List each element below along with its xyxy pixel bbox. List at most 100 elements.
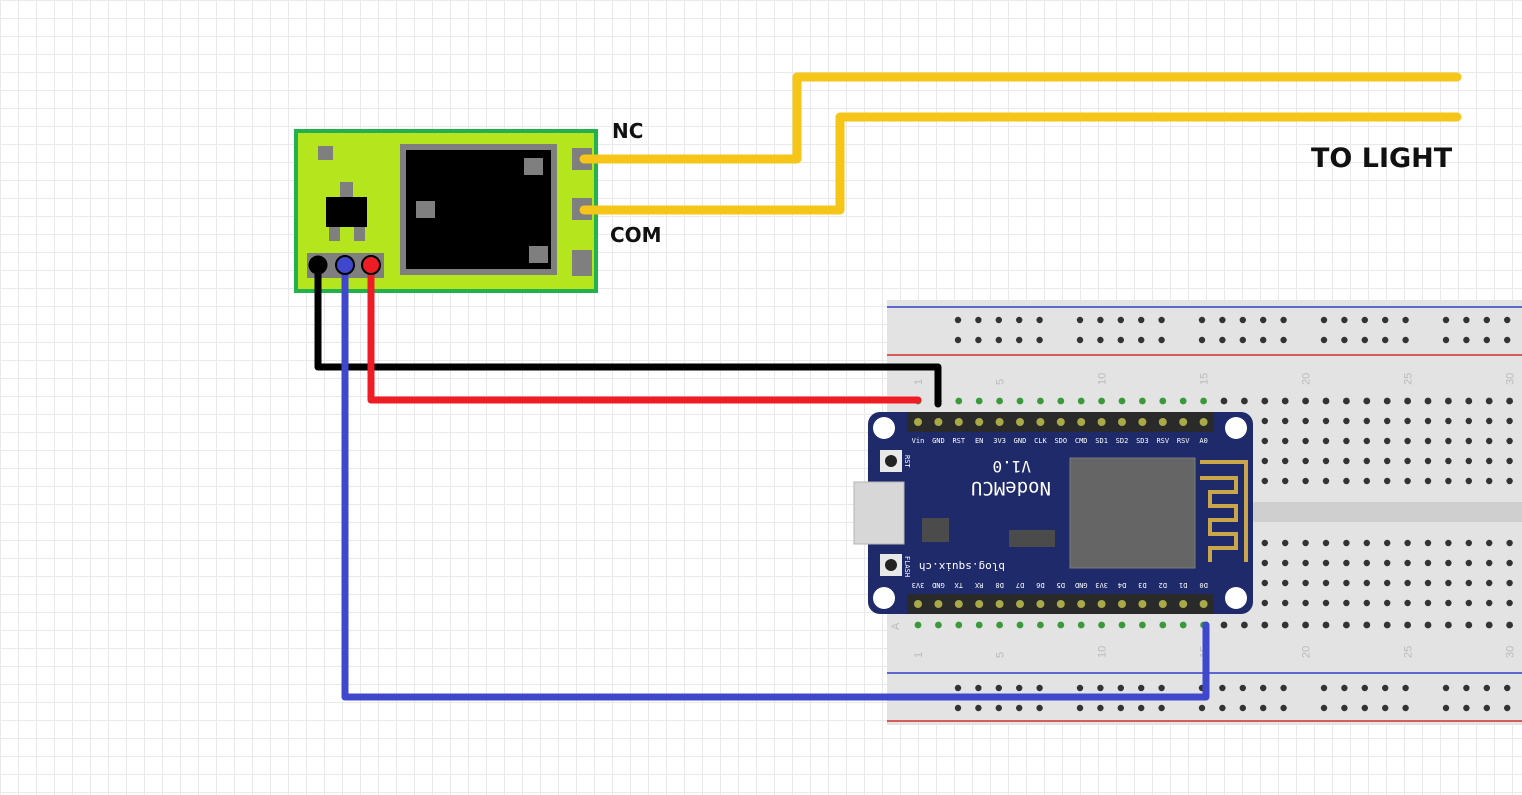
pin-label: RX	[974, 581, 983, 589]
rail-hole	[1483, 316, 1491, 324]
breadboard-hole	[1506, 417, 1513, 425]
breadboard-hole	[1302, 621, 1309, 629]
rail-hole	[995, 316, 1002, 324]
rail-hole	[1239, 316, 1247, 324]
rail-hole	[995, 336, 1002, 344]
breadboard-hole	[1261, 417, 1269, 425]
rail-hole	[1402, 336, 1409, 344]
breadboard-hole	[1486, 579, 1493, 587]
rail-hole	[1016, 704, 1023, 712]
header-pin	[1097, 600, 1106, 608]
breadboard-hole	[1424, 579, 1432, 587]
breadboard-hole	[1322, 437, 1330, 445]
rail-hole	[1239, 684, 1247, 692]
breadboard-hole	[1445, 621, 1452, 629]
rail-hole	[1138, 704, 1145, 712]
signal-pin-end	[335, 255, 355, 275]
rail-hole	[1402, 684, 1409, 692]
breadboard-hole	[1485, 621, 1493, 629]
rail-hole	[1260, 684, 1267, 692]
breadboard-hole	[1343, 437, 1350, 445]
rail-hole	[1320, 704, 1328, 712]
breadboard-column-number: 10	[1097, 646, 1109, 658]
breadboard-hole	[1261, 599, 1269, 607]
wires	[308, 72, 1462, 701]
pin-label: GND	[1014, 437, 1027, 445]
breadboard-hole	[1282, 437, 1289, 445]
breadboard-hole	[1077, 621, 1085, 629]
relay-pin	[524, 158, 543, 175]
rail-hole	[1382, 316, 1389, 324]
breadboard-hole	[1404, 477, 1411, 485]
breadboard-hole	[1424, 417, 1432, 425]
rail-hole	[1158, 684, 1165, 692]
breadboard-hole	[1322, 579, 1330, 587]
rail-hole	[1504, 336, 1511, 344]
header-pin	[1158, 418, 1167, 426]
rail-hole	[1076, 684, 1084, 692]
rail-hole	[1382, 704, 1389, 712]
rail-hole	[1483, 336, 1491, 344]
header-pin	[1056, 600, 1065, 608]
mounting-hole	[1225, 587, 1247, 609]
pin-label: CLK	[1034, 437, 1047, 445]
breadboard-hole	[1445, 477, 1452, 485]
header-pin	[1118, 418, 1126, 426]
rail-hole	[1463, 684, 1470, 692]
breadboard-hole	[1404, 559, 1411, 567]
nodemcu-board: RST FLASH NodeMCU V1.0 blog.squix.ch Vin…	[853, 412, 1253, 614]
rail-hole	[1341, 316, 1348, 324]
rail-hole	[1402, 316, 1409, 324]
rail-hole	[1483, 684, 1491, 692]
gnd-pin-end	[308, 255, 328, 275]
breadboard-hole	[1261, 621, 1269, 629]
pin-label: D5	[1057, 581, 1065, 589]
breadboard-hole	[1241, 397, 1248, 405]
breadboard-hole	[1506, 621, 1513, 629]
com-label: COM	[610, 223, 662, 247]
rail-hole	[1076, 704, 1084, 712]
rail-hole	[1076, 316, 1084, 324]
breadboard-hole	[1139, 397, 1146, 405]
rail-hole	[1219, 704, 1226, 712]
pin-label: A0	[1199, 437, 1207, 445]
breadboard-hole	[1282, 417, 1289, 425]
pin-label: D3	[1138, 581, 1146, 589]
breadboard-hole	[1363, 437, 1371, 445]
breadboard-hole	[1404, 621, 1411, 629]
serial-chip	[1009, 530, 1055, 547]
rail-hole	[1442, 336, 1450, 344]
pin-label: CMD	[1075, 437, 1088, 445]
main-holes	[914, 397, 1513, 629]
rail-hole	[1382, 684, 1389, 692]
breadboard-column-number: 25	[1403, 646, 1415, 658]
regulator-chip	[922, 518, 949, 542]
com-light-wire	[579, 112, 1462, 215]
breadboard-hole	[1220, 397, 1228, 405]
pin-label: D2	[1159, 581, 1167, 589]
rst-button-cap	[885, 455, 897, 467]
rail-hole	[1504, 316, 1511, 324]
header-pin	[954, 418, 963, 426]
breadboard-hole	[914, 621, 922, 629]
breadboard-hole	[1220, 621, 1228, 629]
breadboard-column-number: 1	[913, 652, 925, 658]
mounting-hole	[1225, 417, 1247, 439]
breadboard-hole	[1384, 539, 1391, 547]
breadboard-hole	[1261, 477, 1269, 485]
transistor-lead	[340, 182, 353, 197]
breadboard-hole	[1098, 621, 1105, 629]
rail-hole	[995, 704, 1002, 712]
breadboard-hole	[1465, 397, 1473, 405]
rail-hole	[1382, 336, 1389, 344]
rail-hole	[1260, 336, 1267, 344]
rail-hole	[1219, 336, 1226, 344]
rail-hole	[1463, 316, 1470, 324]
breadboard-hole	[1486, 437, 1493, 445]
breadboard-hole	[1281, 397, 1289, 405]
breadboard-hole	[1037, 621, 1044, 629]
breadboard-hole	[1363, 477, 1371, 485]
breadboard-hole	[1322, 621, 1330, 629]
breadboard-hole	[1424, 397, 1432, 405]
